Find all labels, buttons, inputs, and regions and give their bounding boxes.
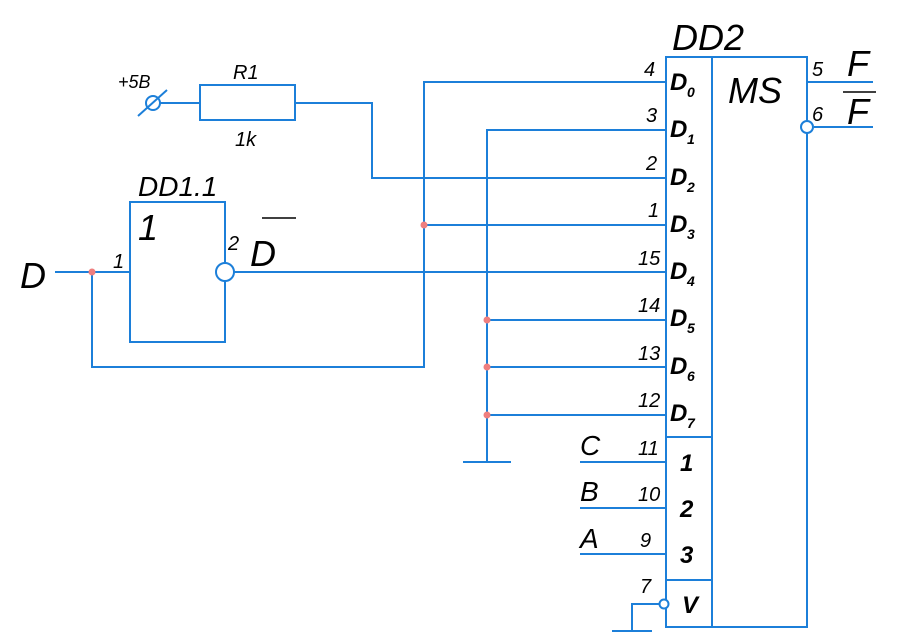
mux-body xyxy=(665,56,808,628)
data-input-name: D xyxy=(670,258,687,285)
resistor-value: 1k xyxy=(235,129,257,151)
inverter-output-pin: 2 xyxy=(227,233,239,255)
junction-dot xyxy=(483,316,491,324)
mux-address-input-row: A 9 3 xyxy=(578,523,694,569)
mux-data-input-row: 2 D 2 xyxy=(645,153,695,195)
data-pin-number: 12 xyxy=(638,390,660,412)
data-pin-number: 14 xyxy=(638,295,660,317)
address-weight: 3 xyxy=(680,542,694,569)
inverter-function-symbol: 1 xyxy=(138,207,158,248)
data-input-name: D xyxy=(670,353,687,380)
mux-function-symbol: MS xyxy=(728,70,782,111)
mux-data-input-row: 12 D 7 xyxy=(638,390,696,431)
address-signal-label: A xyxy=(578,523,599,554)
enable-label: V xyxy=(682,592,700,619)
power-terminal-slash xyxy=(137,89,168,117)
output-signal-f-bar: F xyxy=(847,91,871,132)
data-pin-number: 15 xyxy=(638,248,661,270)
mux-ref: DD2 xyxy=(672,17,744,58)
output-signal-f: F xyxy=(847,43,871,84)
wire-r1-to-d2 xyxy=(295,102,666,179)
resistor-ref: R1 xyxy=(233,62,259,84)
wire-d-to-d0-d3 xyxy=(91,81,666,368)
data-pin-number: 4 xyxy=(644,59,655,81)
data-input-name: D xyxy=(670,305,687,332)
inverter-output-bubble xyxy=(215,262,235,282)
address-signal-label: C xyxy=(580,430,601,461)
data-input-index: 2 xyxy=(686,179,695,195)
mux-data-input-row: 14 D 5 xyxy=(638,295,695,336)
output-inversion-bubble xyxy=(800,120,814,134)
wire-ground-net xyxy=(486,129,666,462)
data-input-index: 4 xyxy=(686,273,695,289)
input-signal-d: D xyxy=(20,255,46,296)
power-label: +5B xyxy=(118,72,151,92)
junction-dot xyxy=(483,363,491,371)
data-input-index: 6 xyxy=(687,368,695,384)
junction-dot xyxy=(483,411,491,419)
data-input-index: 0 xyxy=(687,84,695,100)
address-weight: 1 xyxy=(680,450,693,477)
output-pin-number: 6 xyxy=(812,104,824,126)
data-input-name: D xyxy=(670,116,687,143)
inverter-ref: DD1.1 xyxy=(138,171,217,202)
data-pin-number: 2 xyxy=(645,153,657,175)
resistor-r1-body xyxy=(199,84,296,121)
address-signal-label: B xyxy=(580,476,599,507)
wire-enable xyxy=(631,603,660,631)
data-input-index: 5 xyxy=(687,320,695,336)
data-input-name: D xyxy=(670,164,687,191)
mux-address-input-row: B 10 2 xyxy=(580,476,694,523)
data-input-index: 7 xyxy=(687,415,696,431)
enable-inversion-bubble xyxy=(658,598,670,610)
mux-data-input-row: 3 D 1 xyxy=(646,105,695,147)
data-pin-number: 13 xyxy=(638,343,660,365)
data-pin-number: 1 xyxy=(648,200,659,222)
address-pin-number: 10 xyxy=(638,484,660,506)
data-input-name: D xyxy=(670,211,687,238)
address-pin-number: 11 xyxy=(638,438,659,460)
enable-pin-number: 7 xyxy=(640,576,652,598)
data-input-index: 1 xyxy=(687,131,695,147)
inverter-input-pin: 1 xyxy=(113,251,124,273)
address-weight: 2 xyxy=(679,496,694,523)
mux-data-input-row: 13 D 6 xyxy=(638,343,695,384)
mux-data-input-row: 1 D 3 xyxy=(648,200,695,242)
data-pin-number: 3 xyxy=(646,105,657,127)
junction-dot xyxy=(88,268,96,276)
output-signal-d-bar: D xyxy=(250,233,276,274)
data-input-name: D xyxy=(670,400,687,427)
junction-dot xyxy=(420,221,428,229)
output-pin-number: 5 xyxy=(812,59,824,81)
mux-data-input-row: 15 D 4 xyxy=(638,248,695,289)
mux-data-input-row: 4 D 0 xyxy=(644,59,695,100)
mux-address-input-row: C 11 1 xyxy=(580,430,693,477)
data-input-index: 3 xyxy=(687,226,695,242)
data-input-name: D xyxy=(670,69,687,96)
address-pin-number: 9 xyxy=(640,530,651,552)
